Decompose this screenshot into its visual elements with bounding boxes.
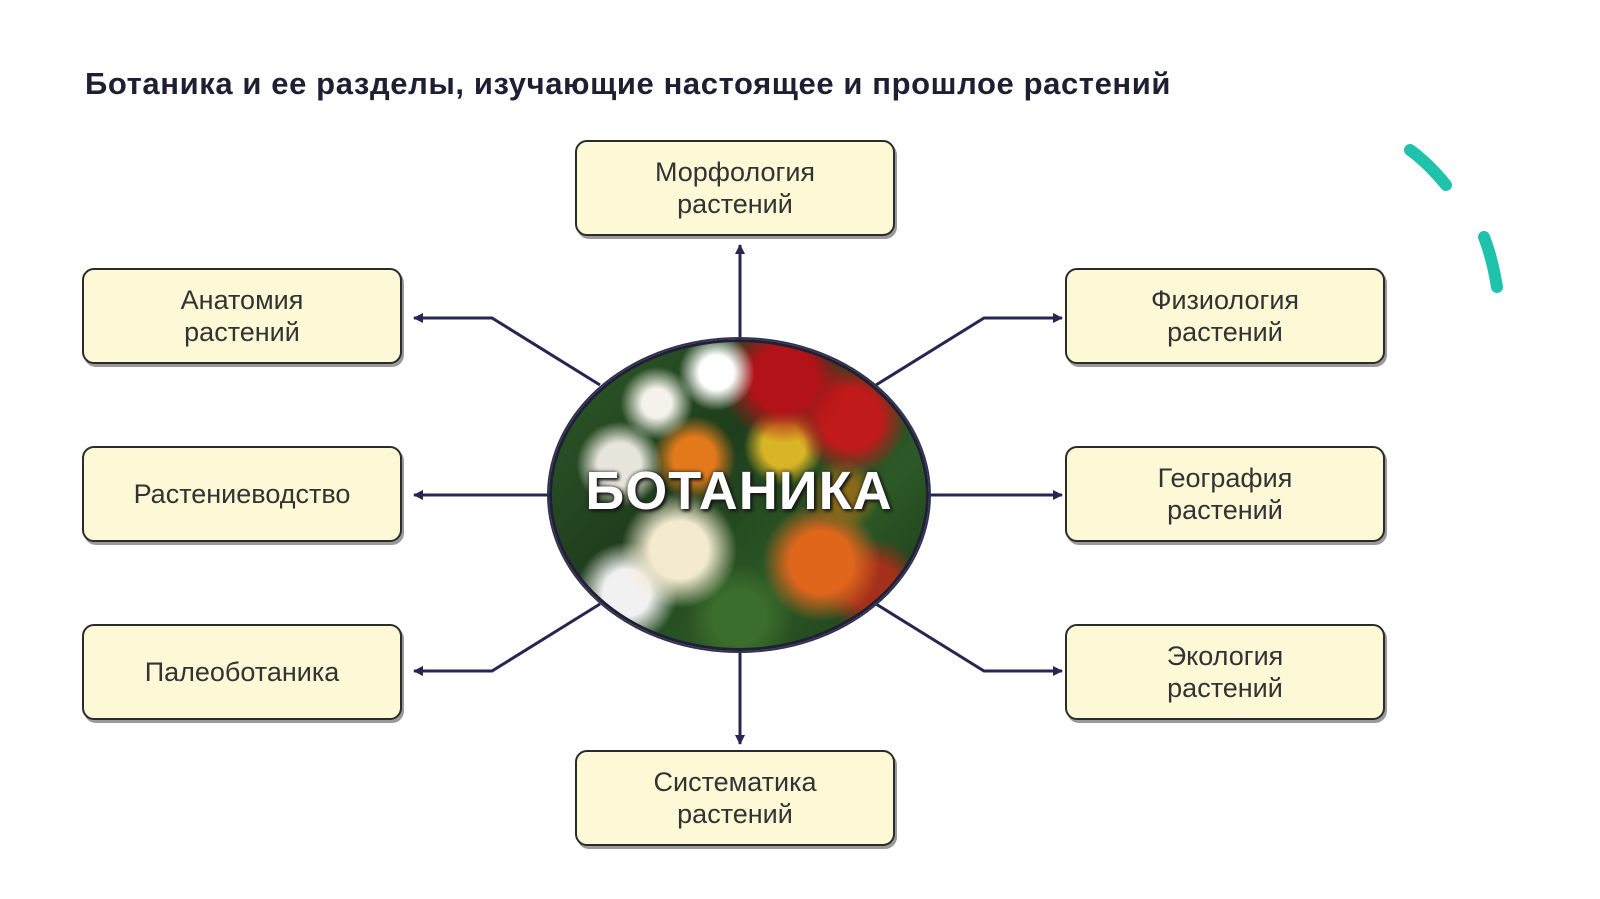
arrow-to-anatomy <box>413 313 601 387</box>
box-morphology-line-1: Морфология <box>654 157 816 187</box>
box-ecology-line-2: растений <box>1167 673 1283 703</box>
arrow-to-physiology <box>875 313 1063 387</box>
box-geography-line-2: растений <box>1167 495 1283 525</box>
decorative-teal-dashes <box>1404 144 1503 293</box>
box-morphology-line-2: растений <box>677 189 793 219</box>
box-geography: География растений <box>1065 446 1385 542</box>
box-crop-production-line-1: Растениеводство <box>133 479 351 509</box>
box-ecology-line-1: Экология <box>1166 641 1284 671</box>
box-anatomy-line-1: Анатомия <box>180 285 304 315</box>
box-geography-line-1: География <box>1157 463 1293 493</box>
hub-label: БОТАНИКА <box>585 461 893 521</box>
diagram-title: Ботаника и ее разделы, изучающие настоящ… <box>85 66 1172 101</box>
box-physiology-line-1: Физиология <box>1150 285 1300 315</box>
box-systematics-line-2: растений <box>677 799 793 829</box>
box-crop-production: Растениеводство <box>82 446 402 542</box>
box-ecology: Экология растений <box>1065 624 1385 720</box>
arrow-to-ecology <box>875 602 1063 676</box>
arrow-to-paleo <box>413 602 601 676</box>
box-systematics-line-1: Систематика <box>653 767 817 797</box>
box-systematics: Систематика растений <box>575 750 895 846</box>
box-physiology-line-2: растений <box>1167 317 1283 347</box>
botany-hub-image: БОТАНИКА <box>549 339 929 651</box>
box-morphology: Морфология растений <box>575 140 895 236</box>
box-paleobotany: Палеоботаника <box>82 624 402 720</box>
box-anatomy-line-2: растений <box>184 317 300 347</box>
box-paleobotany-line-1: Палеоботаника <box>144 657 340 687</box>
box-physiology: Физиология растений <box>1065 268 1385 364</box>
box-anatomy: Анатомия растений <box>82 268 402 364</box>
